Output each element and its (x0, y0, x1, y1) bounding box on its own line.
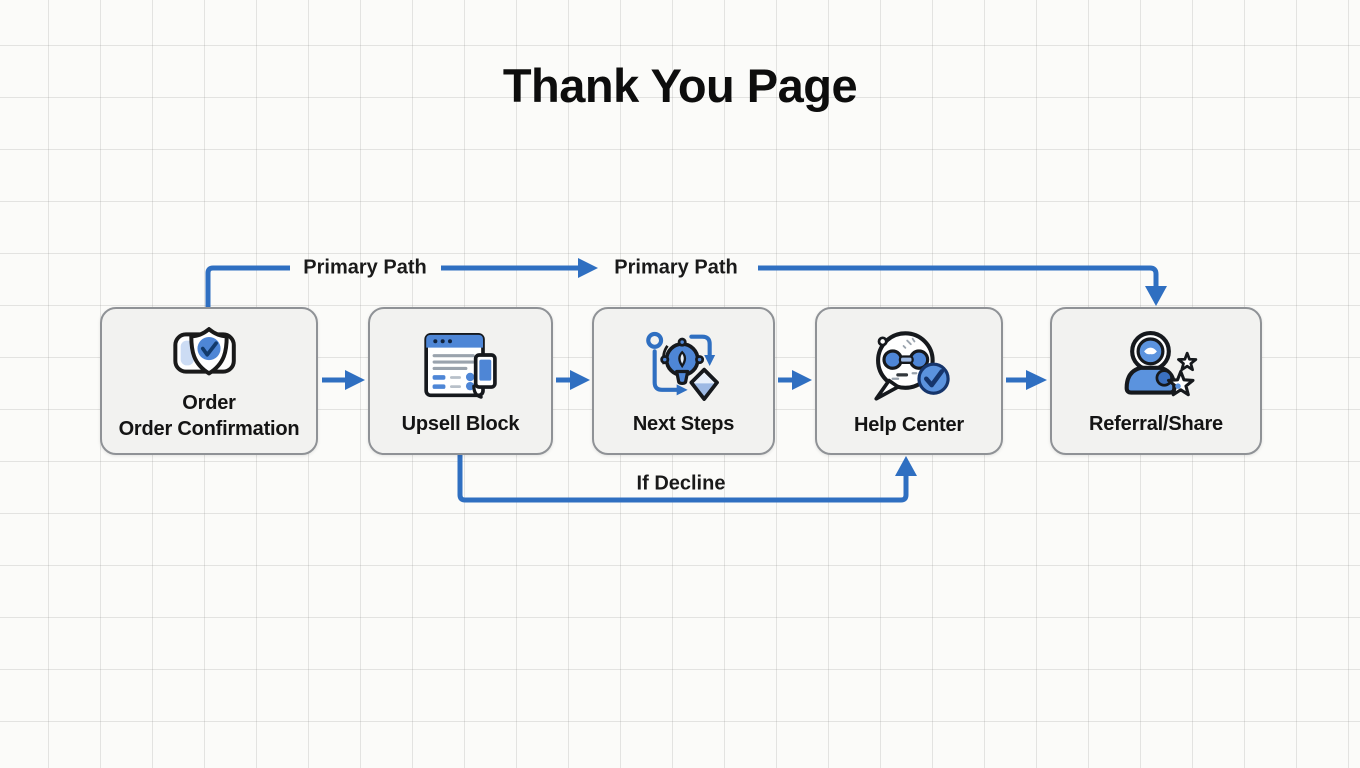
idea-process-icon (640, 327, 728, 405)
arrowhead-right-icon (345, 370, 365, 390)
arrowhead-up-icon (895, 456, 917, 476)
upsell-to-next-arrow (556, 370, 590, 390)
arrowhead-right-icon (1026, 370, 1047, 390)
node-upsell-block: Upsell Block (368, 307, 553, 455)
arrowhead-right-icon (578, 258, 598, 278)
node-referral-share: Referral/Share (1050, 307, 1262, 455)
page-title: Thank You Page (502, 59, 858, 112)
if-decline-label: If Decline (636, 472, 726, 495)
primary-path-label-2: Primary Path (614, 256, 738, 279)
node-label: Referral/Share (1089, 413, 1223, 435)
support-chat-icon (861, 326, 957, 406)
arrowhead-down-icon (1145, 286, 1167, 306)
person-stars-icon (1112, 327, 1200, 405)
node-next-steps: Next Steps (592, 307, 775, 455)
node-label: Order Order Confirmation (118, 392, 300, 440)
node-label: Help Center (853, 414, 965, 436)
node-label: Upsell Block (401, 413, 520, 435)
order-to-upsell-arrow (322, 370, 365, 390)
help-to-referral-arrow (1006, 370, 1047, 390)
next-to-help-arrow (778, 370, 812, 390)
node-label: Next Steps (632, 413, 735, 435)
browser-offer-icon (417, 327, 505, 405)
arrowhead-right-icon (570, 370, 590, 390)
node-help-center: Help Center (815, 307, 1003, 455)
primary-path-label-1: Primary Path (303, 256, 427, 279)
node-order-confirmation: Order Order Confirmation (100, 307, 318, 455)
arrowhead-right-icon (792, 370, 812, 390)
shield-check-icon (166, 322, 252, 384)
